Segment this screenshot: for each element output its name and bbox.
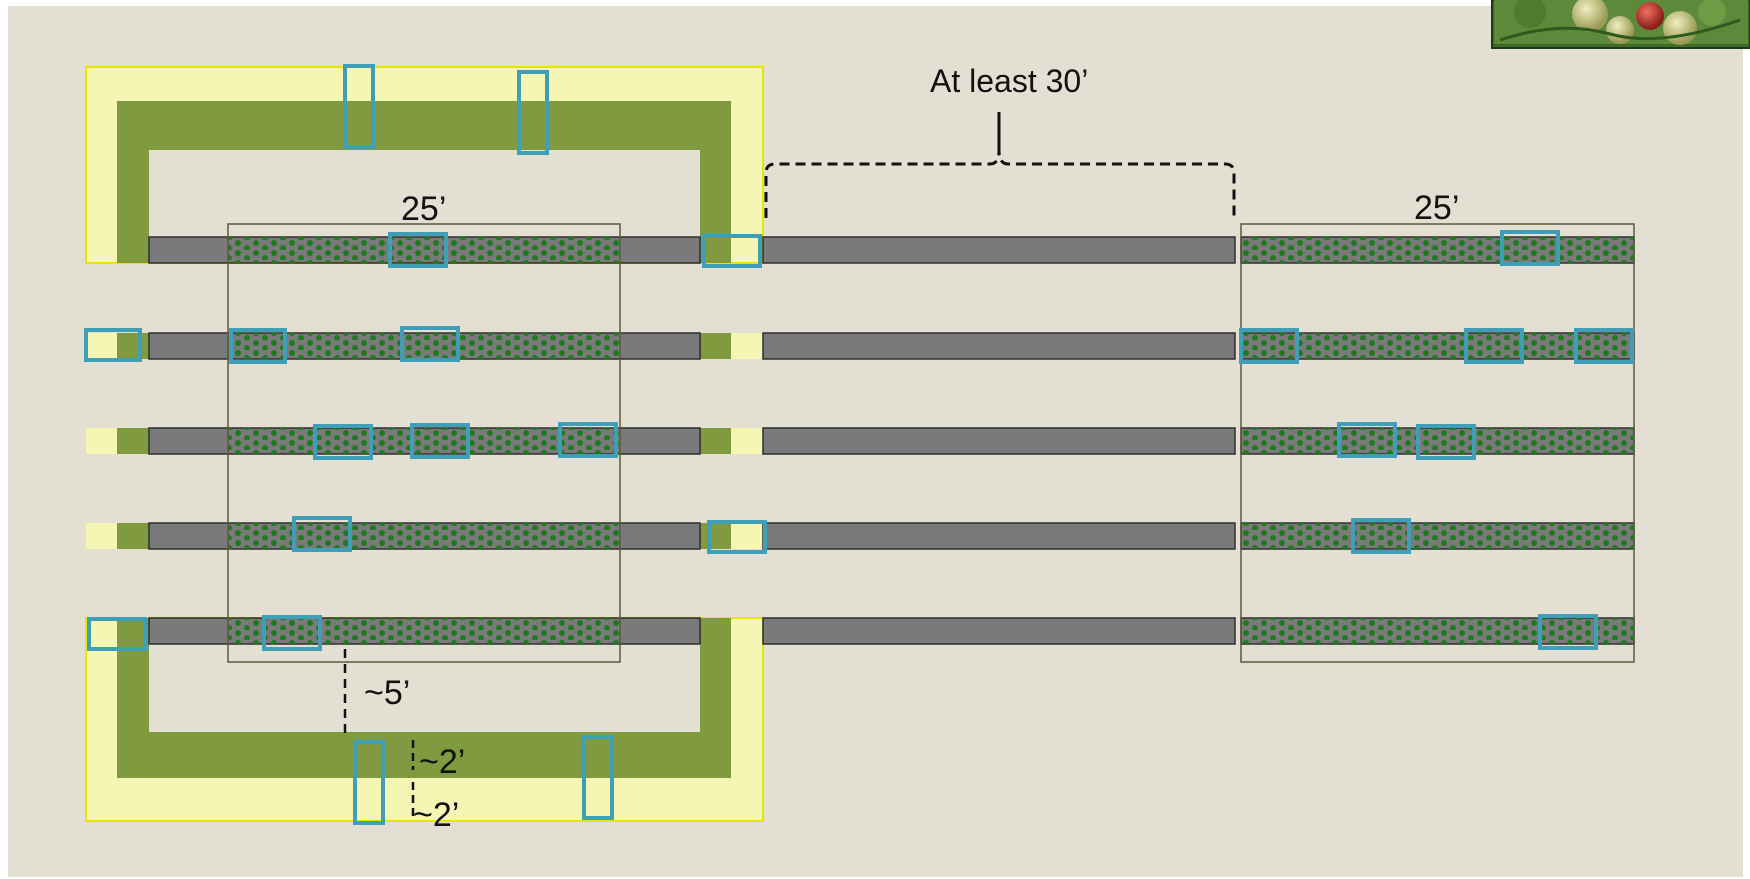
trap (1351, 518, 1411, 554)
spacing-label: At least 30’ (930, 63, 1088, 99)
trap (229, 328, 287, 364)
bottom-border-strip (85, 617, 764, 822)
trap (87, 617, 147, 651)
trap (313, 424, 373, 460)
photo-thumbnail (1491, 0, 1750, 49)
trap (400, 326, 460, 362)
trap (262, 615, 322, 651)
traps (84, 64, 1634, 825)
trap (353, 740, 385, 825)
border-inner-width-label: ~2’ (419, 743, 465, 781)
trap (388, 232, 448, 268)
trap (84, 328, 142, 362)
trap (292, 516, 352, 552)
trap (1416, 424, 1476, 460)
trap (702, 234, 762, 268)
row-mid-1 (762, 236, 1236, 264)
trap (410, 423, 470, 459)
trap (517, 70, 549, 155)
row-mid-3 (762, 427, 1236, 455)
left-plot-width-label: 25’ (401, 190, 446, 228)
trap (707, 520, 767, 554)
side-border-stubs (86, 333, 763, 549)
trap (343, 64, 375, 149)
trap (1574, 328, 1634, 364)
left-plot-outline (227, 223, 621, 663)
right-plot-width-label: 25’ (1414, 189, 1459, 227)
trap (1464, 328, 1524, 364)
trap (558, 422, 618, 458)
row-mid-4 (762, 522, 1236, 550)
row-spacing-label: ~5’ (364, 674, 410, 712)
row-mid-5 (762, 617, 1236, 645)
trap (1538, 614, 1598, 650)
trap (1239, 328, 1299, 364)
row-mid-2 (762, 332, 1236, 360)
trap (1337, 422, 1397, 458)
right-plot-outline (1240, 223, 1635, 663)
trap (582, 735, 614, 820)
border-outer-width-label: ~2’ (413, 796, 459, 834)
planted-sections (228, 237, 1634, 644)
trap (1500, 230, 1560, 266)
